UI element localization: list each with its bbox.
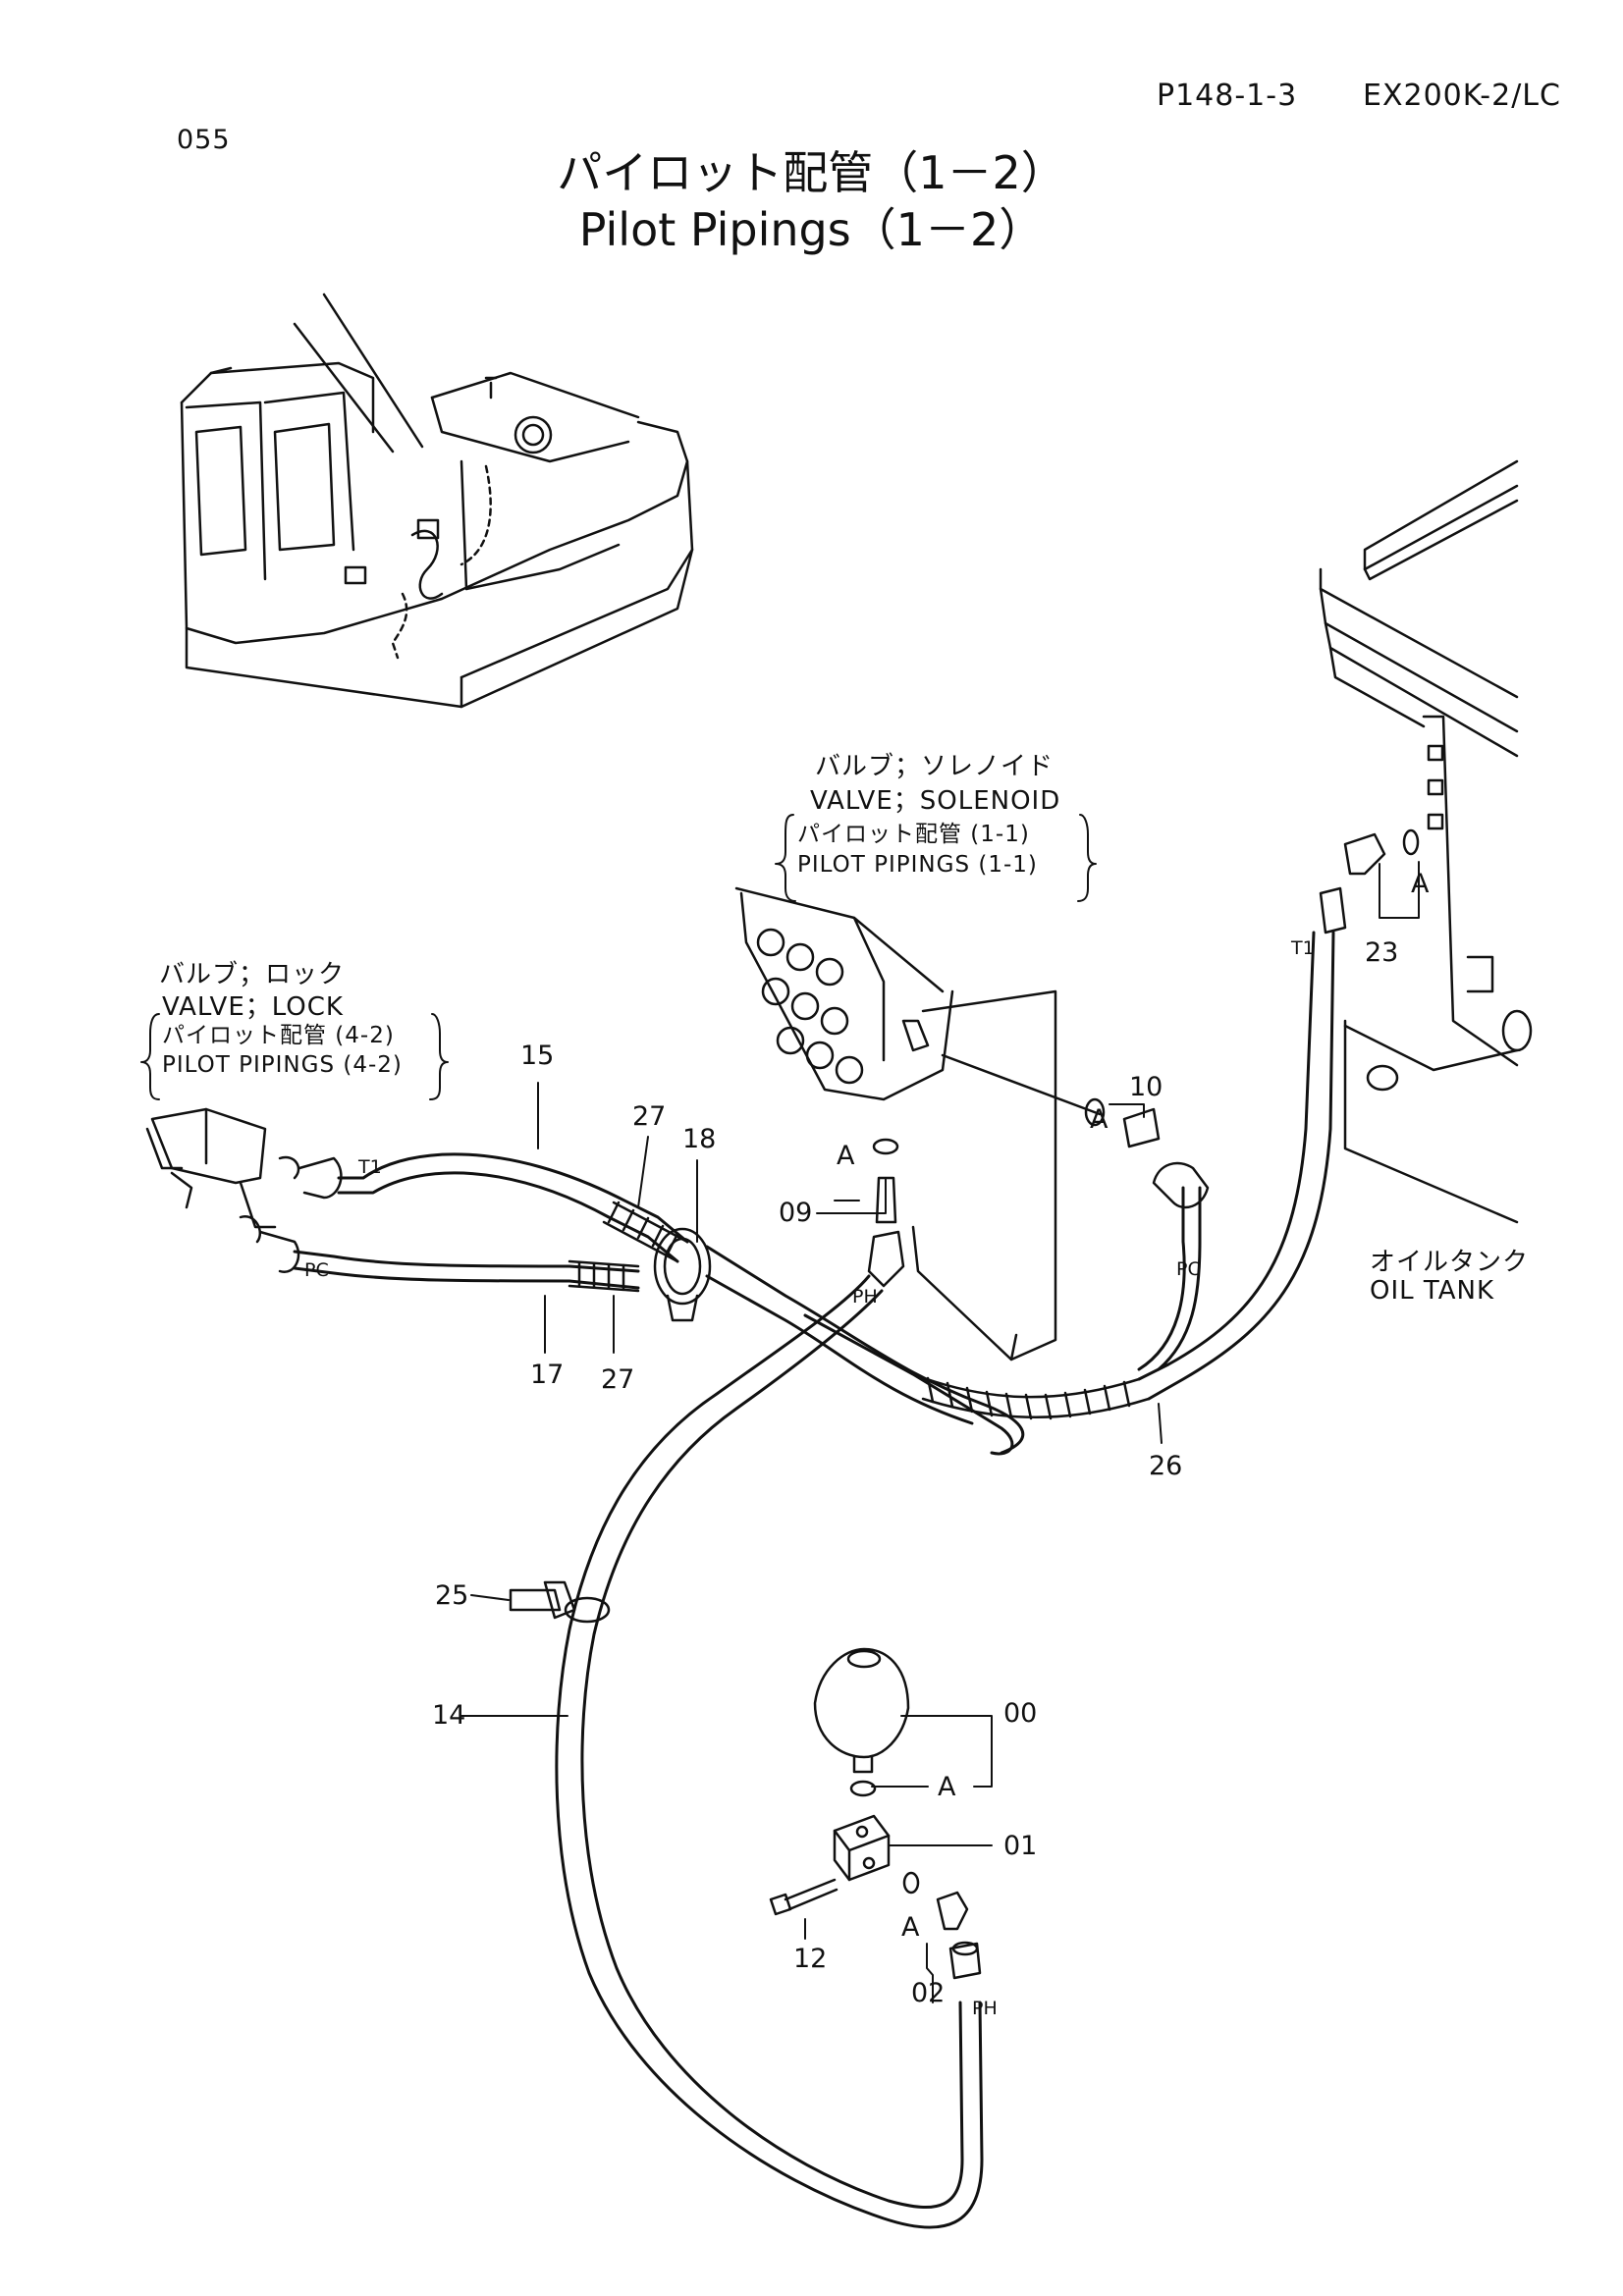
lock-ref-en: PILOT PIPINGS (4-2) xyxy=(162,1052,403,1078)
solenoid-valve-illustration xyxy=(734,886,1102,1362)
hose-bundle-lower-run xyxy=(803,1313,1014,1456)
part-number-14: 14 xyxy=(432,1700,466,1731)
solenoid-ref-en: PILOT PIPINGS (1-1) xyxy=(797,852,1038,878)
port-label-pc-lock: PC xyxy=(304,1259,329,1281)
detail-mark-a-solenoid-side: A xyxy=(837,1141,855,1171)
solenoid-valve-label-jp: バルブ；ソレノイド xyxy=(815,752,1055,781)
port-label-t1-tank: T1 xyxy=(1291,937,1315,959)
part-number-25: 25 xyxy=(435,1580,469,1611)
detail-mark-a-fitting-10: A xyxy=(1090,1104,1109,1135)
leader-lines xyxy=(460,861,1420,2003)
hose-bundle-to-tank xyxy=(705,1245,1025,1455)
clamp-18 xyxy=(653,1227,712,1322)
protector-26 xyxy=(911,1372,1151,1420)
hose-to-solenoid-pc xyxy=(1137,1186,1186,1371)
lock-valve-label-en: VALVE；LOCK xyxy=(162,992,344,1022)
model-code: EX200K-2/LC xyxy=(1363,79,1561,113)
pipe-17-hose xyxy=(293,1250,640,1273)
part-number-12: 12 xyxy=(793,1944,828,1974)
fitting-02 xyxy=(902,1871,982,1980)
lock-ref-jp: パイロット配管 (4-2) xyxy=(162,1023,395,1048)
protector-27-lower xyxy=(568,1259,640,1293)
fitting-23 xyxy=(1319,828,1420,934)
excavator-overview-illustration xyxy=(180,293,694,709)
oil-tank-label-en: OIL TANK xyxy=(1370,1276,1495,1306)
part-number-15: 15 xyxy=(520,1041,555,1071)
part-number-18: 18 xyxy=(682,1124,717,1154)
part-number-27-lower: 27 xyxy=(601,1364,635,1395)
part-number-23: 23 xyxy=(1365,937,1399,968)
part-number-00: 00 xyxy=(1003,1698,1038,1729)
oil-tank-label-jp: オイルタンク xyxy=(1370,1248,1530,1277)
detail-mark-a-accumulator: A xyxy=(938,1772,956,1802)
pipe-17-hose-outer xyxy=(293,1266,640,1290)
part-number-17: 17 xyxy=(530,1360,565,1390)
fitting-09 xyxy=(867,1138,905,1288)
solenoid-ref-jp: パイロット配管 (1-1) xyxy=(797,822,1030,847)
port-label-ph-solenoid: PH xyxy=(852,1286,878,1308)
accumulator-00 xyxy=(813,1647,910,1797)
lock-valve-label-jp: バルブ；ロック xyxy=(159,960,346,989)
callout-brackets xyxy=(140,814,1097,1100)
hose-14 xyxy=(555,1274,984,2229)
bolt-12 xyxy=(769,1878,839,1916)
hose-to-tank-t1-outer xyxy=(1147,931,1335,1401)
lock-valve-illustration xyxy=(145,1107,343,1273)
pipe-15-hose xyxy=(337,1152,689,1244)
pipe-15-hose-outer xyxy=(337,1171,679,1263)
part-number-27-upper: 27 xyxy=(632,1101,667,1132)
block-01 xyxy=(833,1814,891,1882)
oil-tank-illustration xyxy=(1319,459,1533,1224)
hose-to-solenoid-pc-outer xyxy=(1157,1186,1202,1371)
hose-bundle-to-tank-outer xyxy=(705,1274,974,1425)
solenoid-valve-label-en: VALVE；SOLENOID xyxy=(810,786,1061,816)
title-english: Pilot Pipings（1－2） xyxy=(578,203,1045,256)
part-number-02: 02 xyxy=(911,1978,946,2008)
title-japanese: パイロット配管（1－2） xyxy=(557,146,1066,199)
port-label-pc-solenoid: PC xyxy=(1176,1258,1201,1280)
detail-mark-a-tank: A xyxy=(1411,869,1430,899)
port-label-ph-accumulator: PH xyxy=(972,1998,998,2019)
page-number: 055 xyxy=(177,125,231,155)
detail-mark-a-fitting-02: A xyxy=(901,1912,920,1943)
page-code: P148-1-3 xyxy=(1157,79,1298,113)
hose-to-tank-t1 xyxy=(1137,931,1316,1381)
port-label-t1-lock: T1 xyxy=(358,1156,382,1178)
part-number-09: 09 xyxy=(779,1198,813,1228)
hose-14-outer xyxy=(580,1289,964,2209)
part-number-10: 10 xyxy=(1129,1072,1163,1102)
part-number-01: 01 xyxy=(1003,1831,1038,1861)
part-number-26: 26 xyxy=(1149,1451,1183,1481)
clamp-25 xyxy=(509,1580,611,1624)
